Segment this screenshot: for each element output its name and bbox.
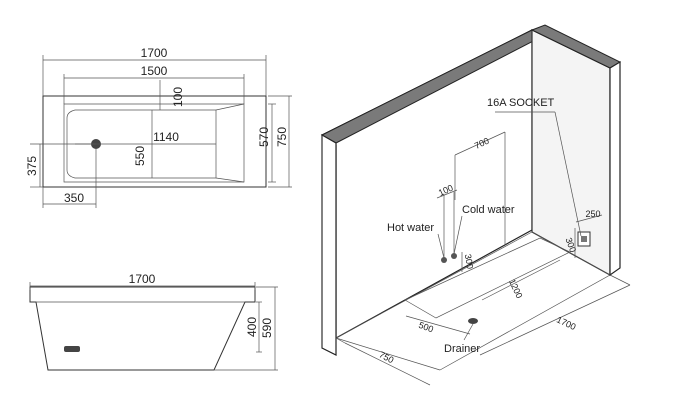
floor-drain	[468, 318, 478, 324]
dim-drain-offset: 500	[417, 320, 435, 335]
dim-overall-length-side: 1700	[129, 272, 156, 286]
dim-drain-from-side: 375	[25, 156, 39, 176]
drain-label: Drainer	[444, 343, 480, 355]
back-wall-edge	[321, 133, 337, 356]
cold-water-pipe	[451, 253, 457, 259]
dim-overall-height: 590	[260, 318, 274, 338]
top-view: 1700 1500 100 1140 550 570 750 375 350	[25, 46, 292, 208]
dim-rim-width: 570	[257, 127, 271, 147]
dim-rim-offset: 100	[171, 87, 185, 107]
side-view: 1700 400 590	[29, 272, 278, 371]
hot-water-label: Hot water	[387, 222, 434, 234]
tub-basin-top	[66, 109, 217, 179]
dim-inner-depth: 400	[245, 317, 259, 337]
socket-icon	[581, 236, 587, 242]
dim-drain-from-end: 350	[64, 191, 84, 205]
dim-floor-length: 1700	[555, 315, 577, 333]
dim-floor-width: 750	[377, 349, 395, 365]
iso-view: 16A SOCKET 250 300 700 100 Hot water Col…	[320, 24, 631, 386]
cold-water-label: Cold water	[462, 204, 515, 216]
floor-edge	[335, 231, 611, 371]
tub-outline-top	[42, 95, 267, 188]
dim-inner-length-top: 1500	[141, 64, 168, 78]
dim-overall-length-top: 1700	[141, 46, 168, 60]
dim-inner-width: 550	[133, 146, 147, 166]
hot-water-pipe	[441, 257, 447, 263]
dim-socket-width: 250	[585, 209, 600, 219]
dim-overall-width: 750	[275, 127, 289, 147]
dim-pipe-height: 300	[463, 253, 475, 270]
tub-footprint	[404, 237, 571, 319]
back-wall	[320, 29, 533, 340]
dim-socket-height: 300	[564, 236, 579, 254]
socket-label: 16A SOCKET	[487, 97, 555, 109]
dim-inner-span: 1140	[153, 130, 179, 144]
dim-floor-depth: 1200	[507, 278, 525, 300]
tub-outline-side	[29, 286, 256, 371]
drain-side	[64, 346, 80, 352]
